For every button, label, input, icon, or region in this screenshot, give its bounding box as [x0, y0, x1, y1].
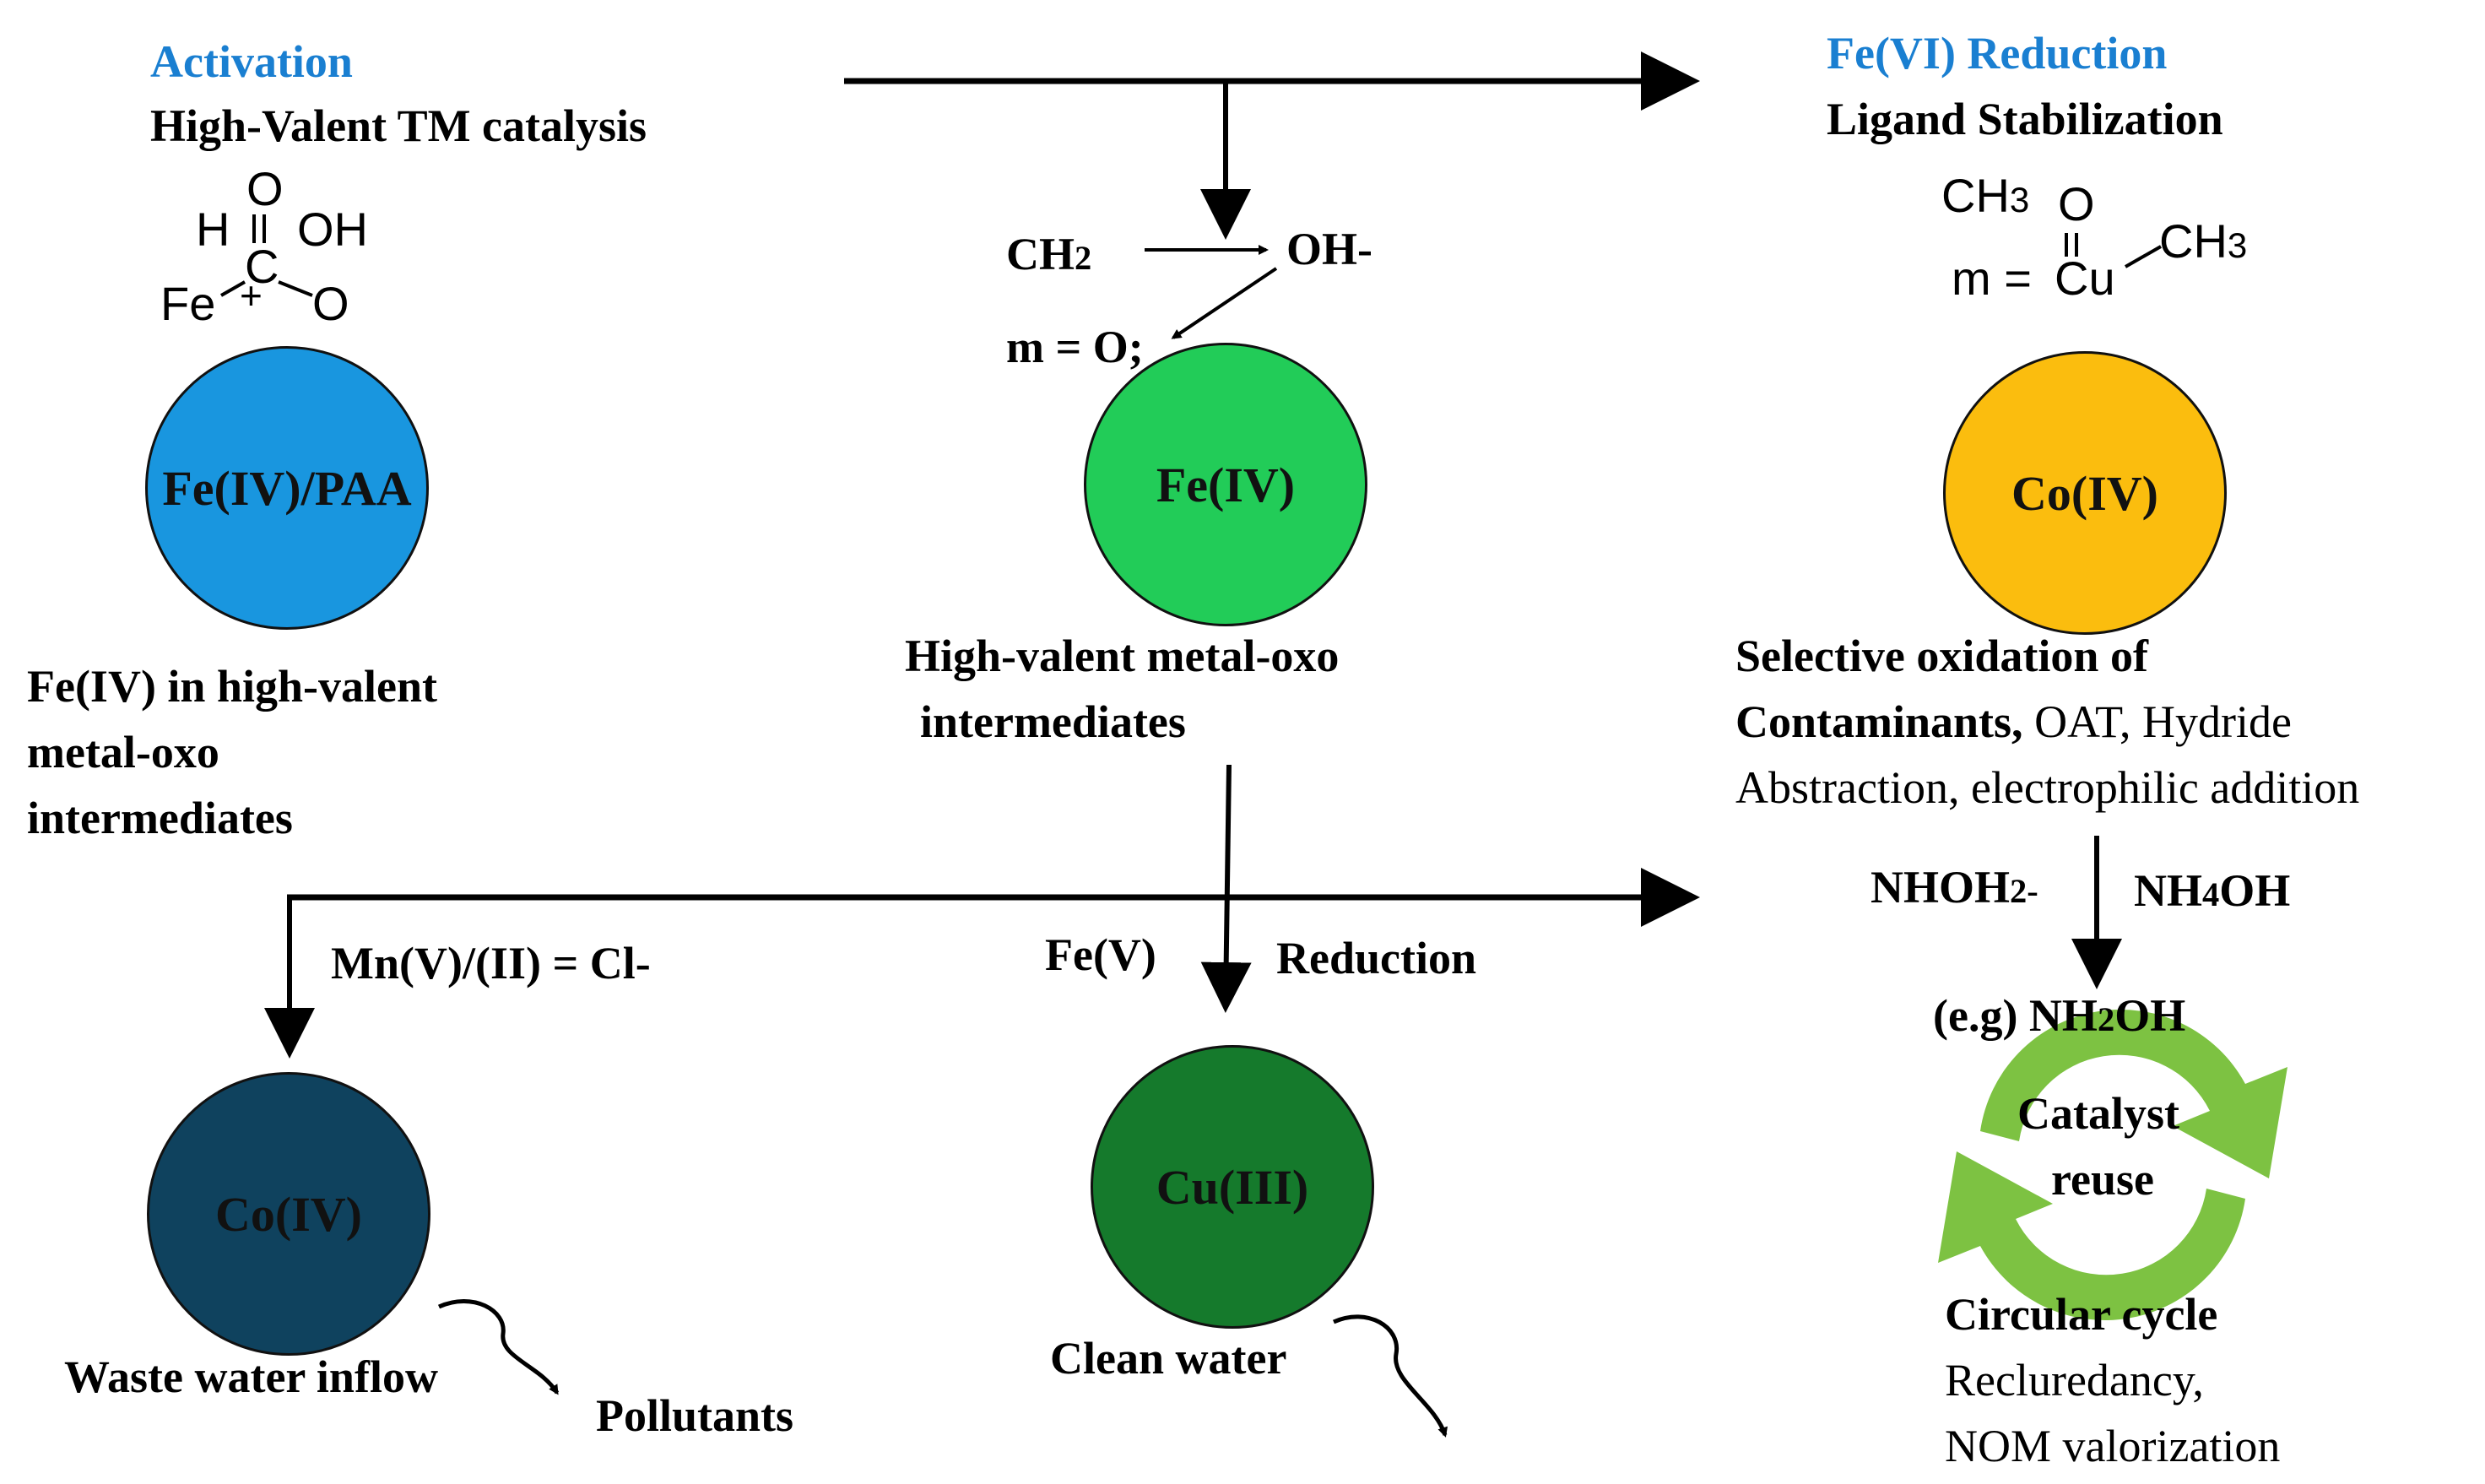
struct-cu: Cu [2055, 252, 2115, 305]
cu-iii-label: Cu(III) [1156, 1159, 1309, 1215]
center-caption-line1: High-valent metal-oxo [905, 631, 1340, 681]
struct-o: O [312, 277, 349, 330]
struct-oh: OH [297, 203, 368, 256]
struct-ch3-left: CH3 [1941, 169, 2030, 222]
struct-o-cu: O [2058, 177, 2095, 230]
center-caption-line2: intermediates [920, 696, 1186, 747]
co-iv-top-label: Co(IV) [2011, 465, 2158, 521]
ch2-label: CH2 [1006, 229, 1092, 279]
pollutants-wavy-arrow [437, 1299, 560, 1395]
fe-iv-paa-label: Fe(IV)/PAA [162, 460, 412, 516]
struct-m-eq: m = [1952, 252, 2032, 305]
ligand-stabilization-heading: Ligand Stabilization [1827, 94, 2223, 144]
circular-cycle-line1: Recluredancy, [1945, 1355, 2204, 1405]
nh4oh-label: NH4OH [2134, 865, 2291, 916]
center-down-arrow [1200, 764, 1252, 1013]
struct-h: H [196, 203, 230, 256]
fe-iv-circle: Fe(IV) [1084, 343, 1367, 626]
peracid-structure: H O OH C Fe + O [160, 162, 397, 334]
clean-water-wavy-arrow [1332, 1314, 1448, 1438]
right-caption-line2: Contaminants, OAT, Hydride [1735, 696, 2292, 747]
recycle-icon [1938, 1010, 2287, 1320]
co-iv-top-circle: Co(IV) [1943, 351, 2227, 635]
struct-bonds [220, 214, 313, 297]
struct-o-top: O [246, 162, 284, 215]
struct-fe: Fe [160, 277, 216, 330]
m-eq-o-label: m = O; [1006, 322, 1144, 372]
cu-structure: CH3 O m = Cu CH3 [1941, 169, 2279, 321]
co-iv-bottom-label: Co(IV) [215, 1186, 362, 1242]
nhoh2-label: NHOH2- [1871, 862, 2038, 913]
cu-iii-circle: Cu(III) [1091, 1045, 1374, 1329]
pollutants-label: Pollutants [596, 1390, 794, 1441]
left-caption-line1: Fe(IV) in high-valent [27, 661, 437, 712]
left-caption-line2: metal-oxo [27, 727, 219, 777]
fe-vi-reduction-heading: Fe(VI) Reduction [1827, 28, 2168, 79]
high-valent-tm-heading: High-Valent TM catalysis [150, 100, 647, 151]
fe-v-label: Fe(V) [1045, 929, 1156, 980]
nh2oh-example-label: (e.g) NH2OH [1933, 990, 2186, 1041]
right-caption-line1: Selective oxidation of [1735, 631, 2148, 681]
activation-heading: Activation [150, 36, 353, 87]
circular-cycle-title: Circular cycle [1945, 1289, 2218, 1340]
fe-iv-label: Fe(IV) [1156, 457, 1296, 512]
co-iv-bottom-circle: Co(IV) [147, 1072, 430, 1356]
right-caption-line3: Abstraction, electrophilic addition [1735, 762, 2360, 813]
oh-to-mo-arrow [1171, 267, 1278, 339]
left-caption-line3: intermediates [27, 793, 293, 843]
struct-ch3-right: CH3 [2159, 214, 2248, 268]
oh-minus-label: OH- [1286, 224, 1372, 274]
fe-iv-paa-circle: Fe(IV)/PAA [145, 346, 429, 630]
waste-water-inflow-label: Waste water inflow [64, 1351, 438, 1402]
mn-branch-label: Mn(V)/(II) = Cl- [331, 938, 651, 988]
catalyst-reuse-line2: reuse [2051, 1154, 2154, 1205]
struct-c: C [245, 240, 279, 293]
clean-water-label: Clean water [1050, 1333, 1287, 1384]
reduction-label: Reduction [1276, 933, 1477, 983]
catalyst-reuse-line1: Catalyst [2017, 1088, 2179, 1139]
circular-cycle-line2: NOM valorization [1945, 1421, 2281, 1471]
cu-bonds [2065, 233, 2162, 268]
